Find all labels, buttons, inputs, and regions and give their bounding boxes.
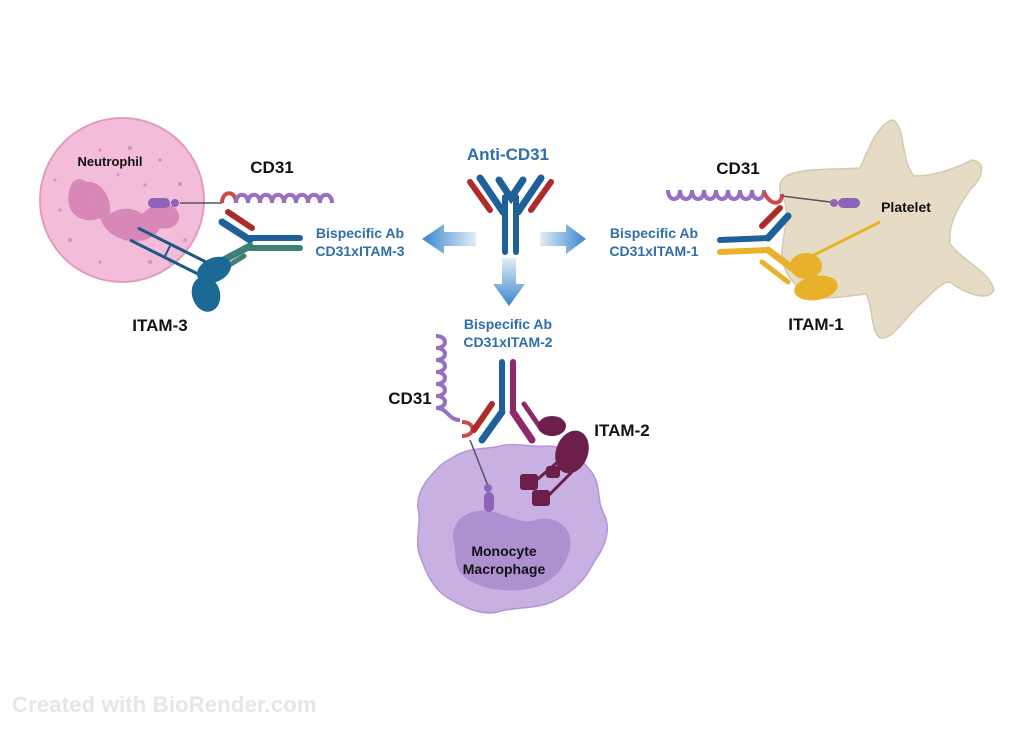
cd31-molecule-left <box>148 191 334 208</box>
arrow-left-icon <box>422 224 476 254</box>
bispecific-ab-bottom-line1: Bispecific Ab <box>464 316 552 332</box>
anti-cd31-title: Anti-CD31 <box>467 145 549 164</box>
itam2-label: ITAM-2 <box>594 421 649 440</box>
monocyte-macrophage-cell <box>416 443 608 614</box>
bispecific-ab-left-line1: Bispecific Ab <box>316 225 404 241</box>
monocyte-label: Monocyte <box>471 543 537 559</box>
bispecific-antibody-right <box>717 205 796 285</box>
bispecific-ab-right-line2: CD31xITAM-1 <box>609 243 698 259</box>
arrow-right-icon <box>540 224 586 254</box>
cd31-label-bottom: CD31 <box>388 389 431 408</box>
platelet-label: Platelet <box>881 199 931 215</box>
cd31-label-left: CD31 <box>250 158 293 177</box>
cd31-label-right: CD31 <box>716 159 759 178</box>
bispecific-ab-right-line1: Bispecific Ab <box>610 225 698 241</box>
bispecific-ab-left-line2: CD31xITAM-3 <box>315 243 404 259</box>
cd31-molecule-bottom <box>435 334 494 512</box>
arrow-down-icon <box>493 258 525 306</box>
neutrophil-cell <box>39 117 205 283</box>
bispecific-ab-bottom-line2: CD31xITAM-2 <box>463 334 552 350</box>
cd31-molecule-right <box>666 189 860 208</box>
platelet-cell <box>779 119 995 339</box>
itam3-label: ITAM-3 <box>132 316 187 335</box>
itam3-receptor <box>129 226 232 312</box>
itam1-receptor <box>790 220 881 301</box>
neutrophil-label: Neutrophil <box>78 154 143 169</box>
biorender-watermark: Created with BioRender.com <box>12 692 317 717</box>
itam1-label: ITAM-1 <box>788 315 843 334</box>
anti-cd31-antibody <box>467 174 554 255</box>
itam2-receptor <box>520 416 589 506</box>
bispecific-antibody-bottom <box>471 359 545 444</box>
macrophage-label: Macrophage <box>463 561 546 577</box>
